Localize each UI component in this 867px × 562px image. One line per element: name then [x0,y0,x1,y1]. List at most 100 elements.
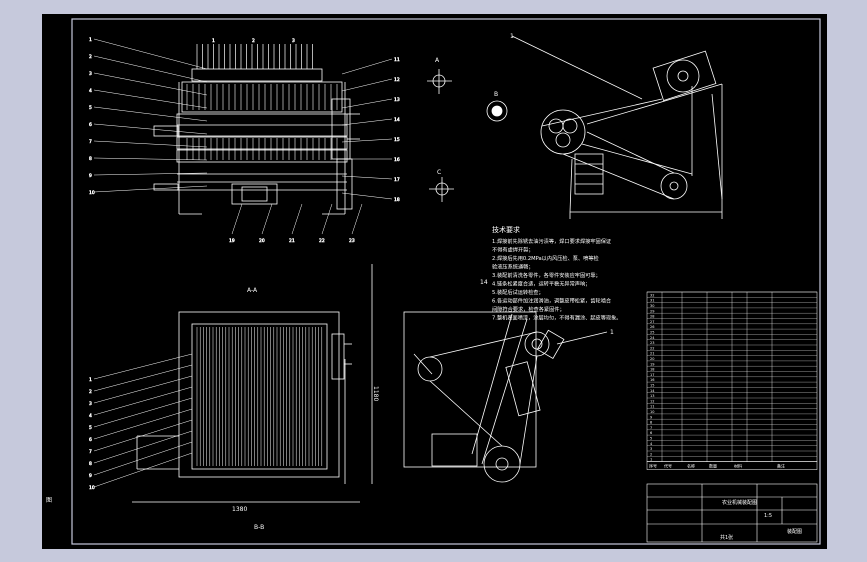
callout-number: 3 [292,38,295,44]
bom-row-number: 28 [650,315,654,319]
callout-number: 8 [89,156,92,162]
bom-row-number: 21 [650,352,654,356]
leader-line [93,430,193,464]
callout-number: 15 [394,137,400,143]
callout-number: 17 [394,177,400,183]
technical-notes: 技术要求 1.焊接前先除锈去油污渍等，焊口要求焊接牢固保证 不得有虚焊开裂；2.… [480,225,621,322]
bom-row-number: 22 [650,346,654,350]
top-comb [196,44,313,69]
dimension-right: 1180 [372,386,379,401]
note-line: 7.整机表面喷漆，涂层均匀，不得有漏涂、起皮等现象。 [492,314,621,322]
note-line: 3.装配前清洗各零件，各零件安装应牢固可靠； [492,271,601,279]
bom-row-number: 1 [650,458,652,462]
callout-number: 18 [394,197,400,203]
outer-frame [71,18,821,545]
callout-number: 9 [89,173,92,179]
callout-number: 2 [89,389,92,395]
leader-line [291,203,303,235]
section-mark-a-a: A-A [247,287,258,294]
callout-number: 2 [252,38,255,44]
callout-number: 1 [89,37,92,43]
dimension-bottom: 1380 [232,506,247,513]
callout-number: 7 [89,139,92,145]
section-view [403,311,608,483]
leader-line [93,140,208,148]
bom-row-number: 29 [650,309,654,313]
title-number: 装配图 [787,528,802,535]
bill-of-materials: 3231302928272625242322212019181716151413… [646,291,818,470]
callout-number: 6 [89,437,92,443]
title-sheet: 共1张 [720,534,733,541]
leader-line [93,89,208,109]
note-line: 间隙符合要求，检查各紧固件； [492,305,565,313]
title-block [646,483,818,543]
callout-number: 1 [89,377,92,383]
callout-number: 14 [394,117,400,123]
side-view [511,35,723,219]
bom-header-cell: 代号 [664,463,672,469]
bom-row-number: 5 [650,437,652,441]
bom-row-number: 24 [650,336,655,340]
note-line: 不得有虚焊开裂； [492,246,534,254]
section-mark-a: A [435,57,440,64]
callout-number: 5 [89,425,92,431]
detail-views [427,69,508,202]
bom-row-number: 10 [650,410,654,414]
bom-row-number: 23 [650,341,654,345]
callout-number: 13 [394,97,400,103]
bom-row-number: 8 [650,421,652,425]
bom-row-number: 14 [650,389,655,393]
leader-line [341,98,393,109]
bom-header-row [646,461,818,470]
bom-row-number: 31 [650,299,654,303]
section-callout-label: 1 [610,329,614,336]
notes-title: 技术要求 [492,225,520,234]
bom-row-number: 32 [650,293,654,297]
leader-line [231,203,243,235]
note-line: 6.各运动部件加注润滑油，调整皮带松紧，齿轮啮合 [492,297,612,305]
callout-number: 8 [89,461,92,467]
leader-line [93,375,193,404]
leader-line [93,408,193,440]
bom-row-number: 13 [650,394,654,398]
leader-line [93,38,208,70]
callout-number: 23 [349,238,355,244]
leader-line [93,452,193,488]
bom-row-number: 19 [650,362,654,366]
bom-header-cell: 材料 [734,463,742,469]
leader-line [341,58,393,75]
leader-line [93,55,208,83]
leader-line [93,386,193,416]
section-mark-b-b: B-B [254,524,264,531]
note-line: 验液压系统通畅； [492,263,534,271]
bom-header-cell: 序号 [649,463,657,469]
note-line: 4.链条松紧度合适，运转平稳无异常声响； [492,280,590,288]
title-scale: 1:5 [764,513,772,519]
callout-number: 12 [394,77,400,83]
callout-number: 11 [394,57,400,63]
bom-row-number: 9 [650,415,652,419]
leader-line [93,123,208,135]
section-mark-b: B [494,91,498,98]
note-line: 2.焊接后先用0.2MPa以内风压检、泵、喷等检 [492,254,599,262]
leader-line [93,157,208,161]
leader-line [93,419,193,452]
callout-number: 22 [319,238,325,244]
front-view [153,44,360,215]
callout-number: 10 [89,485,95,491]
callout-number: 5 [89,105,92,111]
callout-number: 9 [89,473,92,479]
callout-number: 20 [259,238,265,244]
callout-number: 4 [89,413,92,419]
section-mark-c: C [437,169,441,176]
top-view [132,264,373,503]
bom-row-number: 4 [650,442,653,446]
bom-row-number: 12 [650,399,654,403]
leader-line [93,185,208,193]
title-drawing-name: 农业机械装配图 [722,499,757,506]
leader-line [93,353,193,380]
leader-line [93,364,193,392]
leader-line [341,78,393,92]
